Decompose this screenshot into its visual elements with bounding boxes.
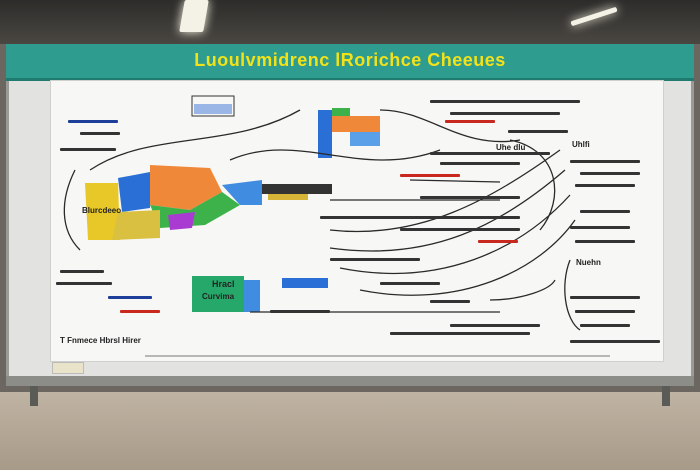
note-line — [400, 228, 520, 231]
center-box-label-bottom: Curvima — [202, 292, 235, 301]
note-line — [430, 100, 580, 103]
flow-line — [489, 279, 556, 301]
bottom-left-label: T Fnmece Hbrsl Hirer — [60, 336, 141, 345]
board-title: Luoulvmidrenc lRorichce Cheeues — [194, 50, 506, 70]
warehouse-floor — [0, 392, 700, 470]
legend-block-yellow — [268, 194, 308, 200]
center-box-blue — [244, 280, 260, 312]
right-header-label: Uhe dlu — [496, 143, 526, 152]
flow-line — [329, 149, 561, 233]
chart-bar-orange — [332, 116, 380, 132]
note-line — [400, 174, 460, 177]
chart-bar-blue — [318, 110, 332, 158]
chart-bar-lightblue — [350, 132, 380, 146]
map-label: Blurcdeeo — [82, 206, 122, 215]
flow-line — [329, 169, 566, 252]
note-line — [430, 152, 550, 155]
note-line — [478, 240, 518, 243]
center-box-strip — [282, 278, 328, 288]
sticky-note — [52, 362, 84, 374]
note-line — [580, 324, 630, 327]
map-region-purple — [168, 212, 195, 230]
note-line — [445, 120, 495, 123]
note-line — [68, 120, 118, 123]
note-line — [508, 130, 568, 133]
flow-line — [229, 149, 441, 161]
flow-line — [564, 259, 581, 331]
board-tray — [6, 376, 694, 386]
map-region-yellow — [85, 183, 120, 240]
note-line — [420, 196, 520, 199]
board-leg — [30, 386, 38, 406]
map-region-blue — [118, 172, 150, 212]
note-line — [380, 282, 440, 285]
legend-block — [262, 184, 332, 194]
note-line — [320, 216, 520, 219]
note-line — [450, 112, 560, 115]
map-region-orange — [150, 165, 222, 210]
flow-line — [339, 194, 571, 275]
chart-bar-green — [332, 108, 350, 116]
note-line — [440, 162, 520, 165]
note-line — [330, 258, 420, 261]
flow-line — [63, 169, 81, 251]
note-line — [570, 226, 630, 229]
note-line — [60, 270, 104, 273]
flow-line — [89, 109, 301, 171]
flow-line — [379, 109, 521, 143]
note-line — [60, 148, 116, 151]
map-region-yellow-2 — [112, 210, 160, 240]
note-line — [580, 210, 630, 213]
note-line — [390, 332, 530, 335]
flow-line — [359, 219, 576, 296]
top-box-fill — [194, 104, 232, 114]
right-top-label: Uhlfi — [572, 140, 590, 149]
note-line — [570, 296, 640, 299]
map-region-blue-2 — [222, 180, 262, 205]
flow-line — [409, 179, 501, 183]
note-line — [108, 296, 152, 299]
right-mid-label: Nuehn — [576, 258, 601, 267]
note-line — [575, 184, 635, 187]
note-line — [56, 282, 112, 285]
board-leg — [662, 386, 670, 406]
note-line — [575, 240, 635, 243]
header-band: Luoulvmidrenc lRorichce Cheeues — [6, 44, 694, 81]
top-box — [191, 95, 235, 117]
note-line — [570, 160, 640, 163]
center-box-green — [192, 276, 244, 312]
center-box-label-top: Hracl — [212, 279, 235, 289]
note-line — [580, 172, 640, 175]
note-line — [450, 324, 540, 327]
note-line — [570, 340, 660, 343]
note-line — [80, 132, 120, 135]
note-line — [120, 310, 160, 313]
note-line — [270, 310, 330, 313]
note-line — [430, 300, 470, 303]
note-line — [575, 310, 635, 313]
flow-line — [509, 139, 556, 231]
